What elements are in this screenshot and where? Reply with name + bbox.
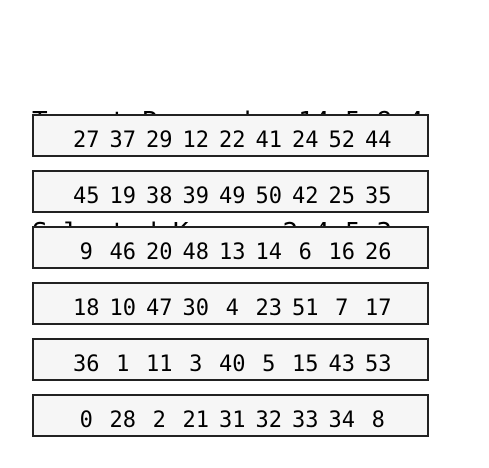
key-button[interactable]: 37 [109, 128, 137, 153]
key-button[interactable]: 12 [182, 128, 210, 153]
key-button[interactable]: 29 [146, 128, 173, 153]
key-button[interactable]: 7 [335, 296, 349, 321]
key-row-keys: 45 19 38 39 49 50 42 25 35 [68, 184, 397, 210]
key-button[interactable]: 15 [292, 352, 319, 377]
key-row-2: 45 19 38 39 49 50 42 25 35 [32, 170, 429, 213]
key-button[interactable]: 31 [219, 408, 246, 433]
key-button[interactable]: 3 [189, 352, 203, 377]
key-button[interactable]: 26 [365, 240, 392, 265]
key-button[interactable]: 11 [146, 352, 173, 377]
key-row-4: 18 10 47 30 4 23 51 7 17 [32, 282, 429, 325]
key-button[interactable]: 53 [365, 352, 392, 377]
key-button[interactable]: 44 [365, 128, 392, 153]
key-button[interactable]: 49 [219, 184, 246, 209]
key-button[interactable]: 6 [298, 240, 312, 265]
key-button[interactable]: 35 [365, 184, 392, 209]
key-button[interactable]: 43 [328, 352, 356, 377]
key-row-3: 9 46 20 48 13 14 6 16 26 [32, 226, 429, 269]
key-button[interactable]: 8 [371, 408, 385, 433]
key-button[interactable]: 13 [219, 240, 246, 265]
key-row-keys: 9 46 20 48 13 14 6 16 26 [68, 240, 397, 266]
key-button[interactable]: 19 [109, 184, 137, 209]
key-button[interactable]: 24 [292, 128, 319, 153]
key-button[interactable]: 20 [146, 240, 173, 265]
key-button[interactable]: 45 [73, 184, 100, 209]
key-button[interactable]: 10 [109, 296, 137, 321]
key-button[interactable]: 50 [255, 184, 283, 209]
key-button[interactable]: 14 [255, 240, 283, 265]
key-button[interactable]: 21 [182, 408, 210, 433]
key-button[interactable]: 1 [116, 352, 130, 377]
key-button[interactable]: 23 [255, 296, 283, 321]
key-button[interactable]: 52 [328, 128, 356, 153]
key-button[interactable]: 25 [328, 184, 356, 209]
key-row-1: 27 37 29 12 22 41 24 52 44 [32, 114, 429, 157]
key-button[interactable]: 39 [182, 184, 210, 209]
key-button[interactable]: 30 [182, 296, 210, 321]
key-button[interactable]: 34 [328, 408, 356, 433]
key-button[interactable]: 38 [146, 184, 173, 209]
key-button[interactable]: 4 [225, 296, 239, 321]
key-row-keys: 0 28 2 21 31 32 33 34 8 [68, 408, 397, 434]
key-button[interactable]: 0 [79, 408, 93, 433]
key-button[interactable]: 9 [79, 240, 93, 265]
key-button[interactable]: 2 [152, 408, 166, 433]
key-button[interactable]: 18 [73, 296, 100, 321]
key-button[interactable]: 51 [292, 296, 319, 321]
key-button[interactable]: 48 [182, 240, 210, 265]
key-button[interactable]: 22 [219, 128, 246, 153]
key-button[interactable]: 42 [292, 184, 319, 209]
key-row-6: 0 28 2 21 31 32 33 34 8 [32, 394, 429, 437]
key-button[interactable]: 28 [109, 408, 137, 433]
key-row-keys: 27 37 29 12 22 41 24 52 44 [68, 128, 397, 154]
key-row-keys: 18 10 47 30 4 23 51 7 17 [68, 296, 397, 322]
key-button[interactable]: 41 [255, 128, 283, 153]
key-button[interactable]: 16 [328, 240, 356, 265]
key-button[interactable]: 17 [365, 296, 392, 321]
key-button[interactable]: 40 [219, 352, 246, 377]
key-button[interactable]: 47 [146, 296, 173, 321]
key-button[interactable]: 46 [109, 240, 137, 265]
key-button[interactable]: 5 [262, 352, 276, 377]
key-button[interactable]: 36 [73, 352, 100, 377]
key-button[interactable]: 33 [292, 408, 319, 433]
key-button[interactable]: 27 [73, 128, 100, 153]
key-button[interactable]: 32 [255, 408, 283, 433]
